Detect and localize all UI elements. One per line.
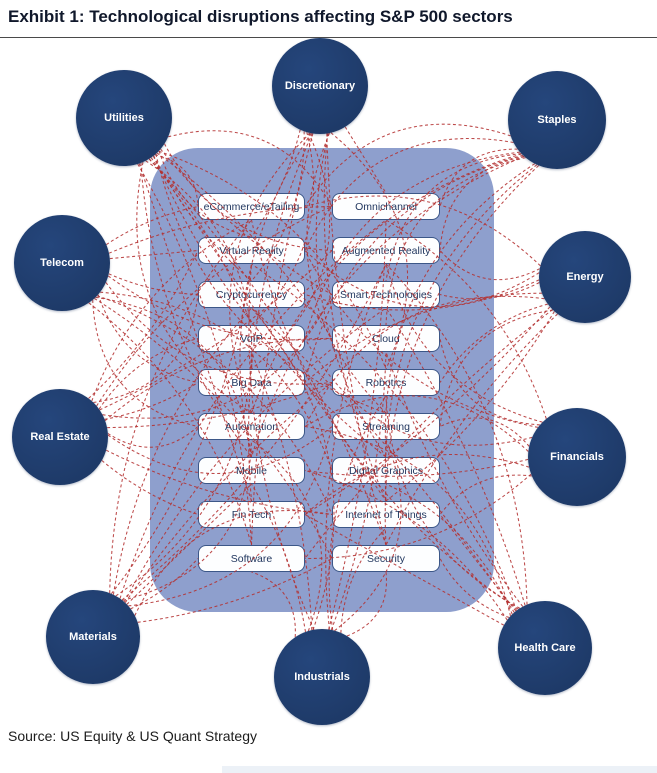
tech-box-robotics: Robotics: [332, 369, 440, 396]
source-note: Source: US Equity & US Quant Strategy: [8, 728, 258, 744]
tech-box-augmented-reality: Augmented Reality: [332, 237, 440, 264]
sector-circle-energy: Energy: [539, 231, 631, 323]
sector-circle-discretionary: Discretionary: [272, 38, 368, 134]
sector-circle-materials: Materials: [46, 590, 140, 684]
sector-circle-staples: Staples: [508, 71, 606, 169]
exhibit-header: Exhibit 1: Technological disruptions aff…: [0, 0, 657, 38]
tech-box-internet-of-things: Internet of Things: [332, 501, 440, 528]
tech-box-cryptocurrency: Cryptocurrency: [198, 281, 305, 308]
tech-box-voip: VoIP: [198, 325, 305, 352]
sector-circle-financials: Financials: [528, 408, 626, 506]
sector-circle-telecom: Telecom: [14, 215, 110, 311]
tech-box-ecommerce-etailing: eCommerce/eTailing: [198, 193, 305, 220]
exhibit-title: Exhibit 1: Technological disruptions aff…: [8, 7, 513, 26]
tech-box-cloud: Cloud: [332, 325, 440, 352]
sector-circle-real-estate: Real Estate: [12, 389, 108, 485]
sector-circle-health-care: Health Care: [498, 601, 592, 695]
tech-box-security: Security: [332, 545, 440, 572]
tech-box-virtual-reality: Virtual Reality: [198, 237, 305, 264]
tech-box-streaming: Streaming: [332, 413, 440, 440]
tech-box-digital-graphics: Digital Graphics: [332, 457, 440, 484]
tech-box-omnichannel: Omnichannel: [332, 193, 440, 220]
tech-box-software: Software: [198, 545, 305, 572]
sector-circle-utilities: Utilities: [76, 70, 172, 166]
tech-box-fin-tech: Fin Tech: [198, 501, 305, 528]
footer-strip: [222, 766, 657, 773]
tech-box-automation: Automation: [198, 413, 305, 440]
sector-circle-industrials: Industrials: [274, 629, 370, 725]
tech-box-mobile: Mobile: [198, 457, 305, 484]
tech-box-smart-technologies: Smart Technologies: [332, 281, 440, 308]
tech-box-big-data: Big Data: [198, 369, 305, 396]
